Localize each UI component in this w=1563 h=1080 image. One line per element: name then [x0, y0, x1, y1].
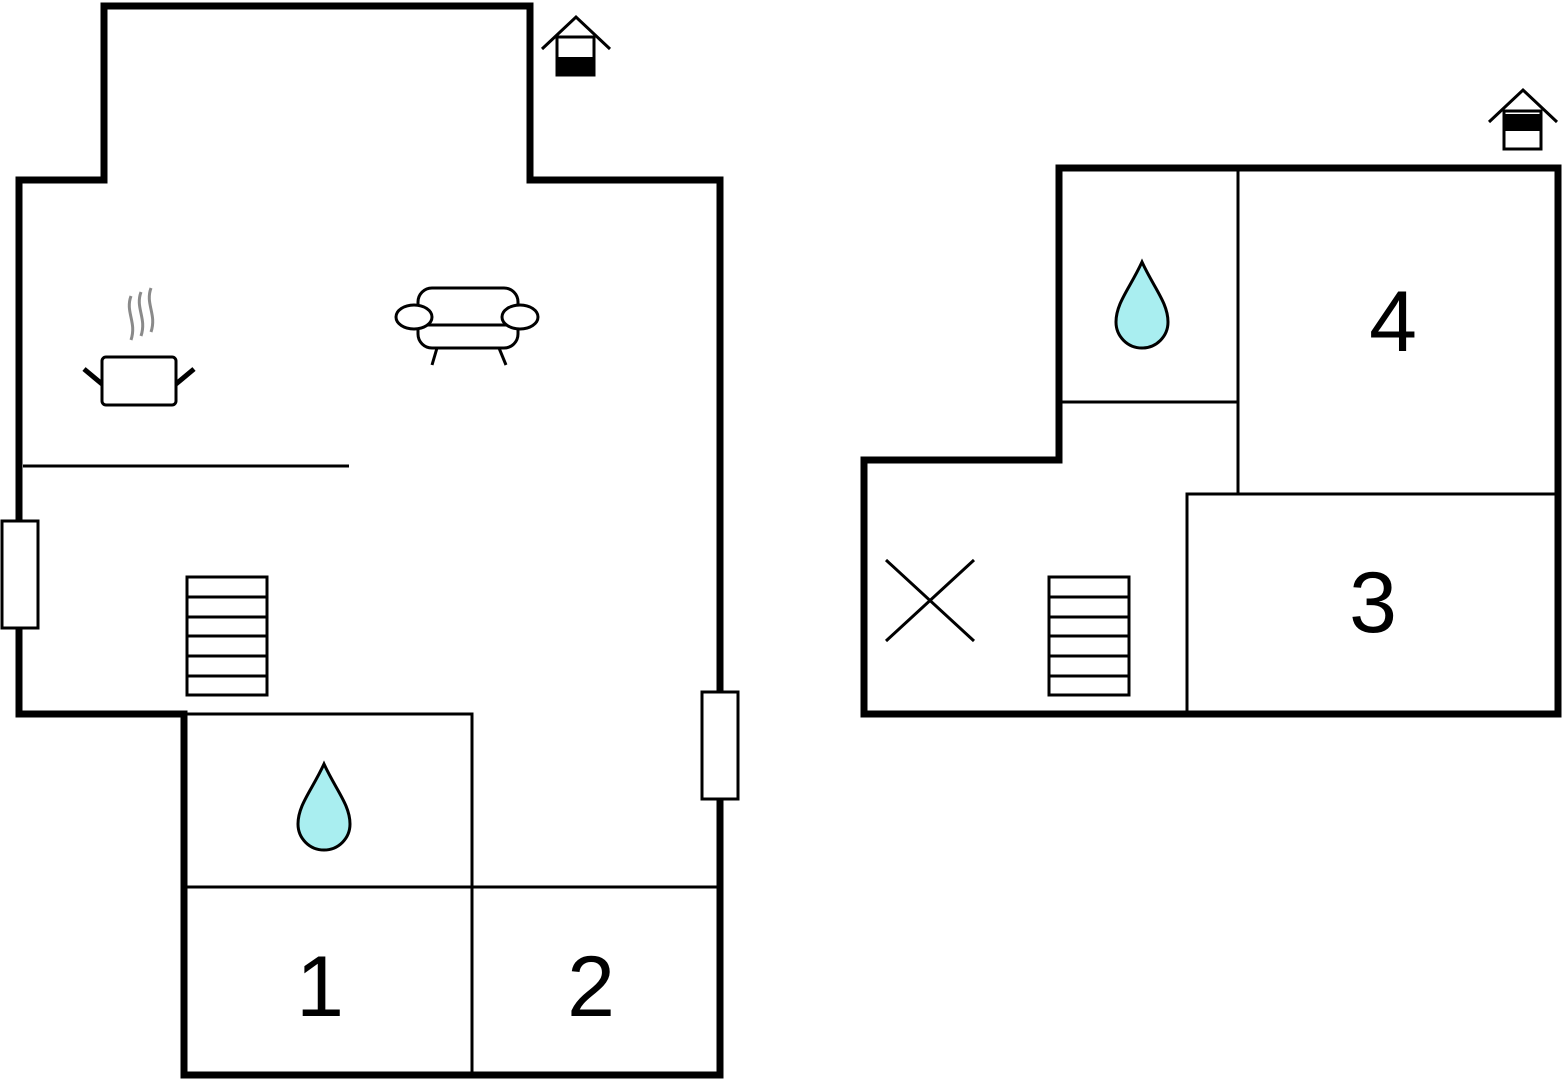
room-label-2: 2	[567, 939, 615, 1035]
bathroom-wall	[184, 712, 474, 1073]
upper-floor: 3 4	[860, 87, 1562, 718]
house-entrance-icon	[540, 14, 612, 77]
window-icon	[0, 519, 40, 630]
house-entrance-icon	[1487, 87, 1559, 151]
ground-floor: 1 2	[0, 2, 740, 1079]
open-to-below-icon	[884, 558, 976, 643]
staircase-icon	[185, 575, 269, 697]
room-label-4: 4	[1369, 274, 1417, 370]
water-drop-icon	[296, 760, 352, 852]
sofa-icon	[394, 286, 540, 366]
upper-floor-outer-wall	[860, 164, 1562, 718]
staircase-icon	[1047, 575, 1131, 697]
ground-floor-outer-wall	[15, 2, 724, 1079]
window-icon	[700, 690, 740, 801]
room-label-1: 1	[296, 939, 344, 1035]
room-label-3: 3	[1349, 555, 1397, 651]
room-3-wall	[1185, 492, 1555, 711]
water-drop-icon	[1114, 258, 1170, 350]
cooking-pot-icon	[82, 287, 196, 407]
